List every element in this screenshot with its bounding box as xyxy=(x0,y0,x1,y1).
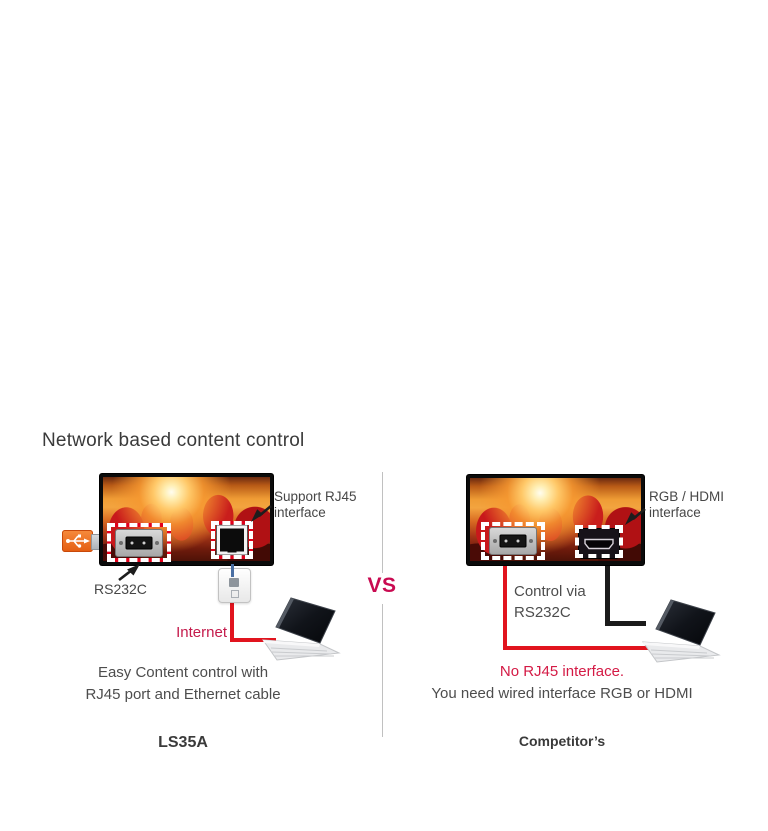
hdmi-highlight-box xyxy=(575,525,623,558)
screw-icon xyxy=(493,539,497,543)
rs232c-label: RS232C xyxy=(94,581,147,597)
rgb-hdmi-label-line1: RGB / HDMI xyxy=(649,489,725,504)
hdmi-port-icon xyxy=(579,529,619,558)
rs232c-cable-vertical xyxy=(503,562,507,650)
wall-jack-port-icon xyxy=(229,578,239,587)
rj45-port-icon xyxy=(217,525,247,555)
hdmi-cable-vertical xyxy=(605,562,610,626)
vs-label: VS xyxy=(367,574,397,597)
screw-icon xyxy=(119,540,123,545)
rs232c-highlight-box xyxy=(481,522,545,560)
ls35a-caption-line2: RJ45 port and Ethernet cable xyxy=(85,686,281,703)
wall-jack-cable xyxy=(231,564,234,577)
divider-line-bottom xyxy=(382,604,383,737)
support-rj45-label-line2: interface xyxy=(274,505,326,520)
rgb-hdmi-label-line2: interface xyxy=(649,505,701,520)
wall-jack-detail-icon xyxy=(231,590,239,598)
arrow-to-rs232c-icon xyxy=(118,564,140,582)
competitor-model-label: Competitor’s xyxy=(518,733,606,749)
wired-interface-label: You need wired interface RGB or HDMI xyxy=(431,685,693,702)
no-rj45-label: No RJ45 interface. xyxy=(499,663,625,680)
usb-dongle-icon xyxy=(62,530,93,552)
ethernet-cable-vertical xyxy=(230,601,234,642)
rs232c-cable-horizontal xyxy=(503,646,651,650)
control-label-line1: Control via xyxy=(514,583,586,600)
arrow-to-rj45-icon xyxy=(251,505,272,522)
usb-trident-icon xyxy=(66,534,90,548)
ethernet-cable-horizontal xyxy=(230,638,276,642)
db9-slot-icon xyxy=(125,536,153,549)
support-rj45-label-line1: Support RJ45 xyxy=(274,489,357,504)
ls35a-model-label: LS35A xyxy=(158,734,208,751)
page-title: Network based content control xyxy=(42,430,305,451)
competitor-caption: No RJ45 interface. You need wired interf… xyxy=(420,661,704,705)
support-rj45-label: Support RJ45 interface xyxy=(274,489,357,521)
control-label-line2: RS232C xyxy=(514,604,571,621)
db9-slot-icon xyxy=(499,534,527,548)
display-competitor xyxy=(467,475,644,565)
laptop-icon xyxy=(641,599,721,663)
ls35a-caption-line1: Easy Content control with xyxy=(97,664,269,681)
laptop-icon xyxy=(261,597,341,661)
hdmi-cable-horizontal xyxy=(605,621,646,626)
rj45-highlight-box xyxy=(211,521,253,559)
internet-label: Internet xyxy=(176,624,227,641)
rgb-hdmi-label: RGB / HDMI interface xyxy=(649,489,724,521)
divider-line-top xyxy=(382,472,383,573)
arrow-to-hdmi-icon xyxy=(625,508,646,525)
control-via-rs232c-label: Control via RS232C xyxy=(514,581,586,623)
screw-icon xyxy=(155,540,159,545)
hdmi-slot-icon xyxy=(584,538,614,549)
ls35a-caption: Easy Content control with RJ45 port and … xyxy=(50,662,316,706)
rs232c-port-icon xyxy=(115,528,163,557)
screw-icon xyxy=(529,539,533,543)
rs232c-port-icon xyxy=(489,527,537,555)
rs232c-highlight-box xyxy=(107,523,171,562)
